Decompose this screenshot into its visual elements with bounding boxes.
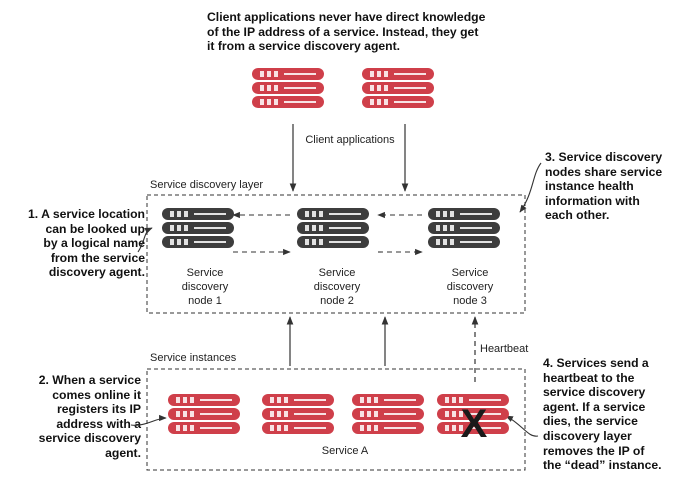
- annotation-line: service discovery: [543, 385, 646, 400]
- annotation-line: discovery agent.: [48, 265, 145, 280]
- annotation-line: agent.: [105, 445, 141, 460]
- annotation-line: Client applications never have direct kn…: [207, 10, 486, 24]
- node-label-line: node 1: [188, 295, 222, 307]
- service-instance-server-icon: [437, 394, 509, 434]
- node-label-line: discovery: [181, 281, 229, 293]
- node-label-line: Service: [318, 267, 356, 279]
- annotation-line: each other.: [545, 208, 610, 223]
- node-1-label: Service discovery node 1: [170, 266, 240, 308]
- node-label-line: node 3: [453, 295, 487, 307]
- callout-1: [137, 227, 153, 253]
- annotation-line: from the service: [50, 250, 145, 265]
- annotation-line: comes online it: [52, 387, 141, 402]
- service-discovery-layer-box: [146, 194, 526, 314]
- node-3-label: Service discovery node 3: [435, 266, 505, 308]
- heartbeat-label: Heartbeat: [480, 343, 529, 355]
- node-label-line: Service: [451, 267, 489, 279]
- note-2: 2. When a service comes online it regist…: [39, 373, 141, 461]
- annotation-line: information with: [545, 193, 640, 208]
- annotation-line: discovery layer: [543, 428, 632, 443]
- top-annotation: Client applications never have direct kn…: [207, 10, 485, 54]
- discovery-node-server-icon: [428, 208, 500, 248]
- annotation-line: 4. Services send a: [543, 356, 649, 370]
- note-4: 4. Services send a heartbeat to the serv…: [543, 356, 662, 473]
- service-instances-label: Service instances: [150, 352, 237, 364]
- discovery-node-server-icon: [297, 208, 369, 248]
- dead-instance-x-icon: X: [461, 402, 488, 446]
- annotation-line: removes the IP of: [543, 443, 645, 458]
- annotation-line: 1. A service location: [28, 207, 145, 221]
- annotation-line: agent. If a service: [543, 399, 646, 414]
- annotation-line: instance health: [545, 179, 634, 194]
- service-a-label: Service A: [321, 445, 369, 457]
- annotation-line: it from a service discovery agent.: [207, 39, 401, 54]
- service-instance-server-icon: [262, 394, 334, 434]
- node-2-label: Service discovery node 2: [302, 266, 372, 308]
- node-label-line: discovery: [313, 281, 361, 293]
- client-app-server-icon: [362, 68, 434, 108]
- annotation-line: 3. Service discovery: [545, 150, 663, 164]
- annotation-line: nodes share service: [545, 164, 663, 179]
- annotation-line: address with a: [56, 416, 141, 431]
- callout-3: [519, 162, 542, 213]
- discovery-node-server-icon: [162, 208, 234, 248]
- node-label-line: node 2: [320, 295, 354, 307]
- annotation-line: heartbeat to the: [543, 370, 635, 385]
- service-instance-server-icon: [352, 394, 424, 434]
- annotation-line: can be looked up: [45, 221, 145, 236]
- note-1: 1. A service location can be looked up b…: [28, 207, 145, 280]
- annotation-line: 2. When a service: [38, 373, 141, 387]
- callout-4: [505, 415, 539, 437]
- callout-2: [130, 414, 167, 426]
- annotation-line: of the IP address of a service. Instead,…: [207, 24, 479, 39]
- annotation-line: registers its IP: [57, 402, 141, 417]
- annotation-line: by a logical name: [43, 236, 145, 251]
- service-instance-server-icon: [168, 394, 240, 434]
- service-discovery-layer-label: Service discovery layer: [150, 179, 264, 191]
- annotation-line: service discovery: [38, 431, 141, 446]
- service-instances-box: [146, 368, 526, 471]
- annotation-line: dies, the service: [543, 414, 638, 429]
- annotation-line: the “dead” instance.: [543, 458, 662, 473]
- node-label-line: Service: [186, 267, 224, 279]
- note-3: 3. Service discovery nodes share service…: [545, 150, 662, 223]
- client-applications-label: Client applications: [305, 134, 395, 146]
- client-app-server-icon: [252, 68, 324, 108]
- node-label-line: discovery: [446, 281, 494, 293]
